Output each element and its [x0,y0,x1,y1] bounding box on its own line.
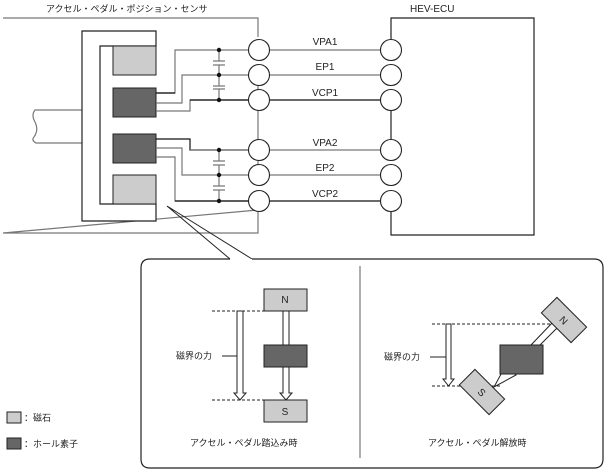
legend-swatch-hall [6,437,22,450]
force-label-released: 磁界の力 [384,351,420,363]
force-label-pressed: 磁界の力 [176,350,212,362]
magnet-south-released [458,368,506,416]
magnet-upper [112,45,157,76]
force-arrow-released [441,323,456,387]
pressed-state: 磁界の力 N S アクセル・ペダル踏込み時 [176,288,308,449]
magnet-south-pressed [263,399,308,423]
shaft [32,109,82,144]
wires-group-1 [156,49,248,112]
hall-element-pressed [263,344,308,368]
callout-pointer [166,205,253,260]
ecu-title: HEV-ECU [410,4,454,15]
junction-dots-1 [216,47,222,103]
pole-s-pressed: S [282,407,289,418]
pole-n-pressed: N [281,295,288,306]
caption-pressed: アクセル・ペダル踏込み時 [190,437,298,449]
signal-label-vpa2: VPA2 [313,138,338,149]
magnet-north-pressed [263,288,308,312]
ecu-box [390,17,535,236]
hall-element-1 [112,87,157,118]
wires-group-2 [156,138,248,202]
legend: ：磁石 ：ホール素子 [6,411,78,450]
hall-element-released [499,344,544,375]
released-state: 磁界の力 N S アクセル・ペダル解放時 [384,296,588,449]
legend-label-magnet: ：磁石 [24,412,51,424]
signal-label-ep2: EP2 [316,163,335,174]
signal-label-vcp2: VCP2 [312,189,339,200]
magnet-lower [112,174,157,205]
legend-swatch-magnet [6,411,22,424]
signal-label-ep1: EP1 [316,62,335,73]
sensor-connector-pins [247,38,271,213]
legend-label-hall: ：ホール素子 [24,438,78,450]
junction-dots-2 [216,147,222,204]
ecu-connector-pins [379,38,403,213]
force-arrow-pressed [232,310,248,401]
sensor-title: アクセル・ペダル・ポジション・センサ [46,3,208,15]
magnet-north-released [540,296,588,344]
harness-lines [270,49,380,202]
hall-element-2 [112,133,157,164]
signal-label-vcp1: VCP1 [312,88,339,99]
caption-released: アクセル・ペダル解放時 [428,437,527,449]
signal-label-vpa1: VPA1 [313,37,338,48]
detail-box [140,258,604,469]
